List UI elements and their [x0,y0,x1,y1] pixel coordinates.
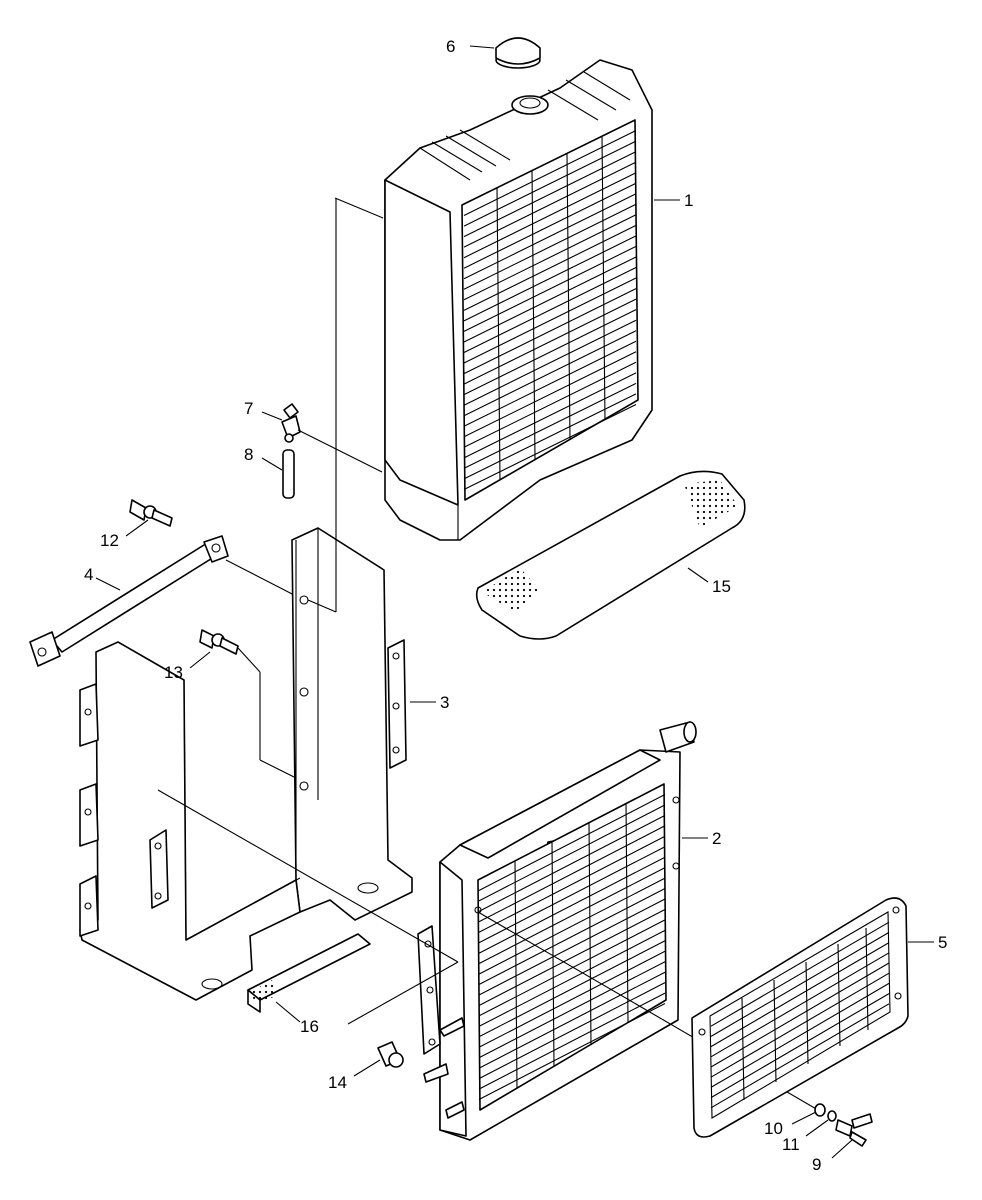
callout-4: 4 [84,565,93,584]
bolt-part-12 [129,499,173,527]
fin-line [463,193,637,280]
fin-line [463,172,637,259]
callout-13: 13 [164,663,183,682]
fin-line [478,835,666,933]
callout-3: 3 [440,693,449,712]
fin-line [478,992,666,1090]
callout-9: 9 [812,1155,821,1174]
fin-line [710,921,890,1027]
fin-line [478,888,666,985]
fin-line [710,993,890,1099]
fin-line [463,319,637,406]
fin-line [463,224,637,311]
drain-hose-part-8 [282,449,295,499]
drain-cock-part-7 [281,403,301,443]
fin-line [478,804,666,902]
callout-6: 6 [446,37,455,56]
callout-14: 14 [328,1073,347,1092]
fin-line [463,182,637,269]
fin-line [463,298,637,385]
fin-line [710,1003,890,1109]
fin-line [463,393,637,480]
fin-line [710,942,890,1048]
callout-labels: 1 2 3 4 5 6 7 8 9 10 11 12 13 14 15 16 [84,37,947,1174]
fin-line [710,962,890,1068]
fin-line [478,856,666,954]
fin-line [463,288,637,375]
radiator-pad-part-15 [475,470,746,640]
stay-rod-part-4 [29,535,229,667]
fin-line [478,929,666,1027]
callout-1: 1 [684,191,693,210]
fin-line [463,140,637,227]
fin-line [463,130,637,216]
fin-line [478,846,666,944]
side-plate [417,925,465,1119]
callout-8: 8 [244,445,253,464]
fin-line [463,351,637,438]
bracket-frame-part-3 [79,527,413,1001]
fin-line [478,814,666,912]
fin-line [463,256,637,343]
fin-line [710,931,890,1037]
fin-line [478,950,666,1048]
fin-line [463,277,637,364]
fin-line [478,982,666,1080]
fin-line [463,267,637,353]
radiator-tank-part-1 [384,59,653,541]
fin-line [478,825,666,923]
fin-line [710,972,890,1078]
fin-line [710,982,890,1088]
callout-15: 15 [712,577,731,596]
fin-line [478,971,666,1069]
bolt-part-13 [199,629,239,655]
callout-7: 7 [244,399,253,418]
washer-part-11 [827,1110,837,1122]
fin-line [478,898,666,996]
screen-grille-part-5 [691,897,909,1138]
callout-2: 2 [712,829,721,848]
fin-line [463,151,637,238]
wing-nut-part-9 [835,1113,873,1147]
cushion-block-part-16 [247,933,371,1013]
callout-11: 11 [782,1135,800,1154]
fin-line [463,404,637,490]
fin-line [463,309,637,396]
bolt-part-14 [377,1041,404,1068]
fin-line [463,330,637,417]
callout-16: 16 [300,1017,319,1036]
callout-12: 12 [100,531,119,550]
fin-line [710,952,890,1058]
fin-line [478,961,666,1059]
fin-line [463,340,637,427]
callout-5: 5 [938,933,947,952]
fin-line [463,161,637,248]
fin-line [478,1003,666,1100]
fin-line [463,203,637,290]
fin-line [463,214,637,301]
fin-line [478,794,666,891]
fin-line [478,877,666,975]
fin-line [478,909,666,1006]
callout-10: 10 [764,1119,783,1138]
fin-line [463,372,637,459]
fin-line [478,940,666,1038]
fin-line [463,245,637,332]
fin-line [478,919,666,1017]
fin-line [463,235,637,322]
fin-line [463,382,637,469]
leader-lines [95,45,934,1159]
fin-line [463,361,637,448]
radiator-cap-part-6 [495,37,541,69]
fin-line [478,867,666,965]
radiator-core-part-2 [439,721,697,1141]
washer-part-10 [814,1103,826,1117]
